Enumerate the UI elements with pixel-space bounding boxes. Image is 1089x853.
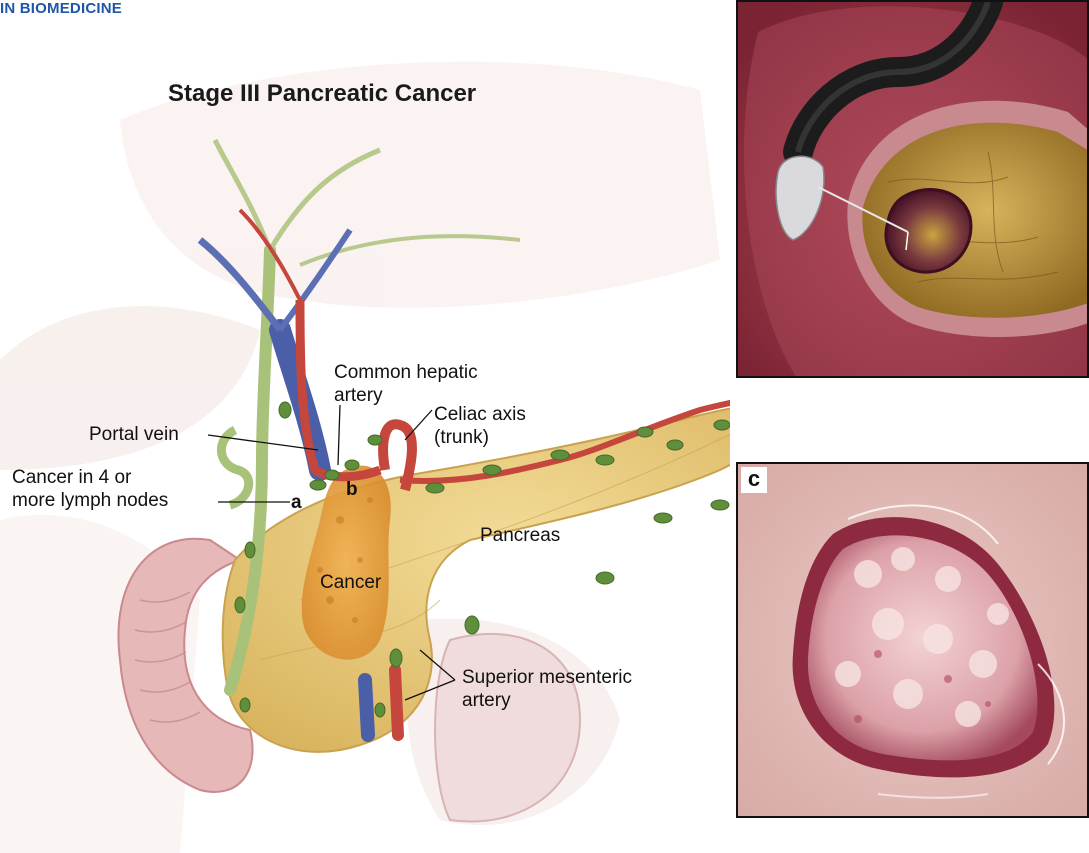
label-superior-mesenteric-artery: artery [462, 690, 511, 712]
endoscopy-panel [736, 0, 1089, 378]
lesion [886, 190, 971, 273]
tumor-photo [738, 464, 1089, 818]
sm-vein [365, 680, 368, 735]
label-superior-mesenteric: Superior mesenteric [462, 667, 632, 689]
endoscopy-illustration [738, 2, 1089, 378]
label-portal-vein: Portal vein [89, 424, 179, 446]
label-celiac-axis: Celiac axis [434, 404, 526, 426]
sm-artery [395, 670, 398, 735]
marker-a: a [291, 492, 302, 514]
tumor-photo-panel: c [736, 462, 1089, 818]
label-cancer: Cancer [320, 572, 381, 594]
label-pancreas: Pancreas [480, 525, 560, 547]
label-common-hepatic-artery: artery [334, 385, 383, 407]
label-celiac-trunk: (trunk) [434, 427, 489, 449]
label-lymph-nodes-1: Cancer in 4 or [12, 467, 131, 489]
marker-b: b [346, 479, 358, 501]
diagram-title: Stage III Pancreatic Cancer [168, 80, 476, 108]
label-common-hepatic: Common hepatic [334, 362, 478, 384]
panel-c-label: c [741, 467, 767, 493]
label-lymph-nodes-2: more lymph nodes [12, 490, 168, 512]
